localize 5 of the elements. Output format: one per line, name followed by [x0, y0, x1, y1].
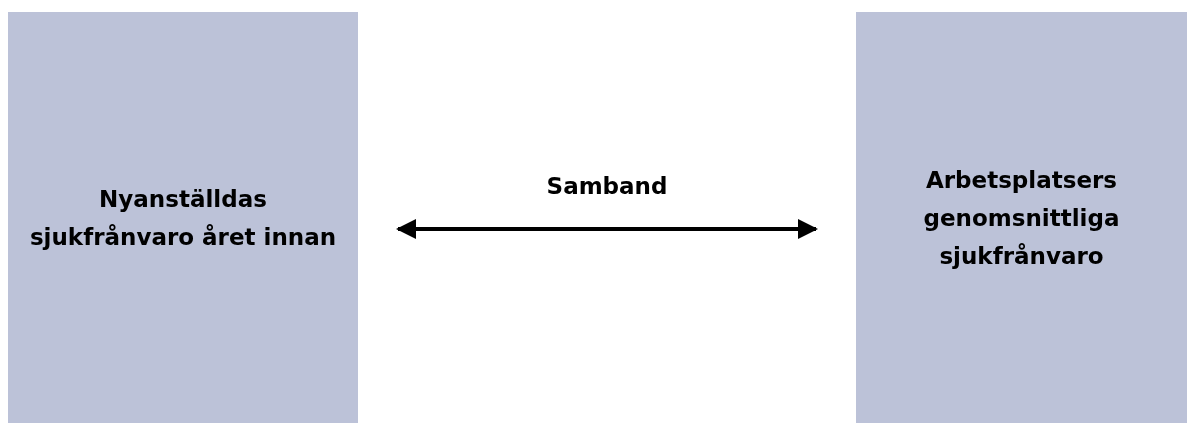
- box-label: Nyanställdas sjukfrånvaro året innan: [28, 184, 338, 252]
- category-box: [856, 12, 1187, 423]
- category-box: [8, 12, 358, 423]
- box-label: Arbetsplatsers genomsnittliga sjukfrånvaro: [922, 165, 1121, 271]
- double-headed-arrow: [396, 219, 818, 239]
